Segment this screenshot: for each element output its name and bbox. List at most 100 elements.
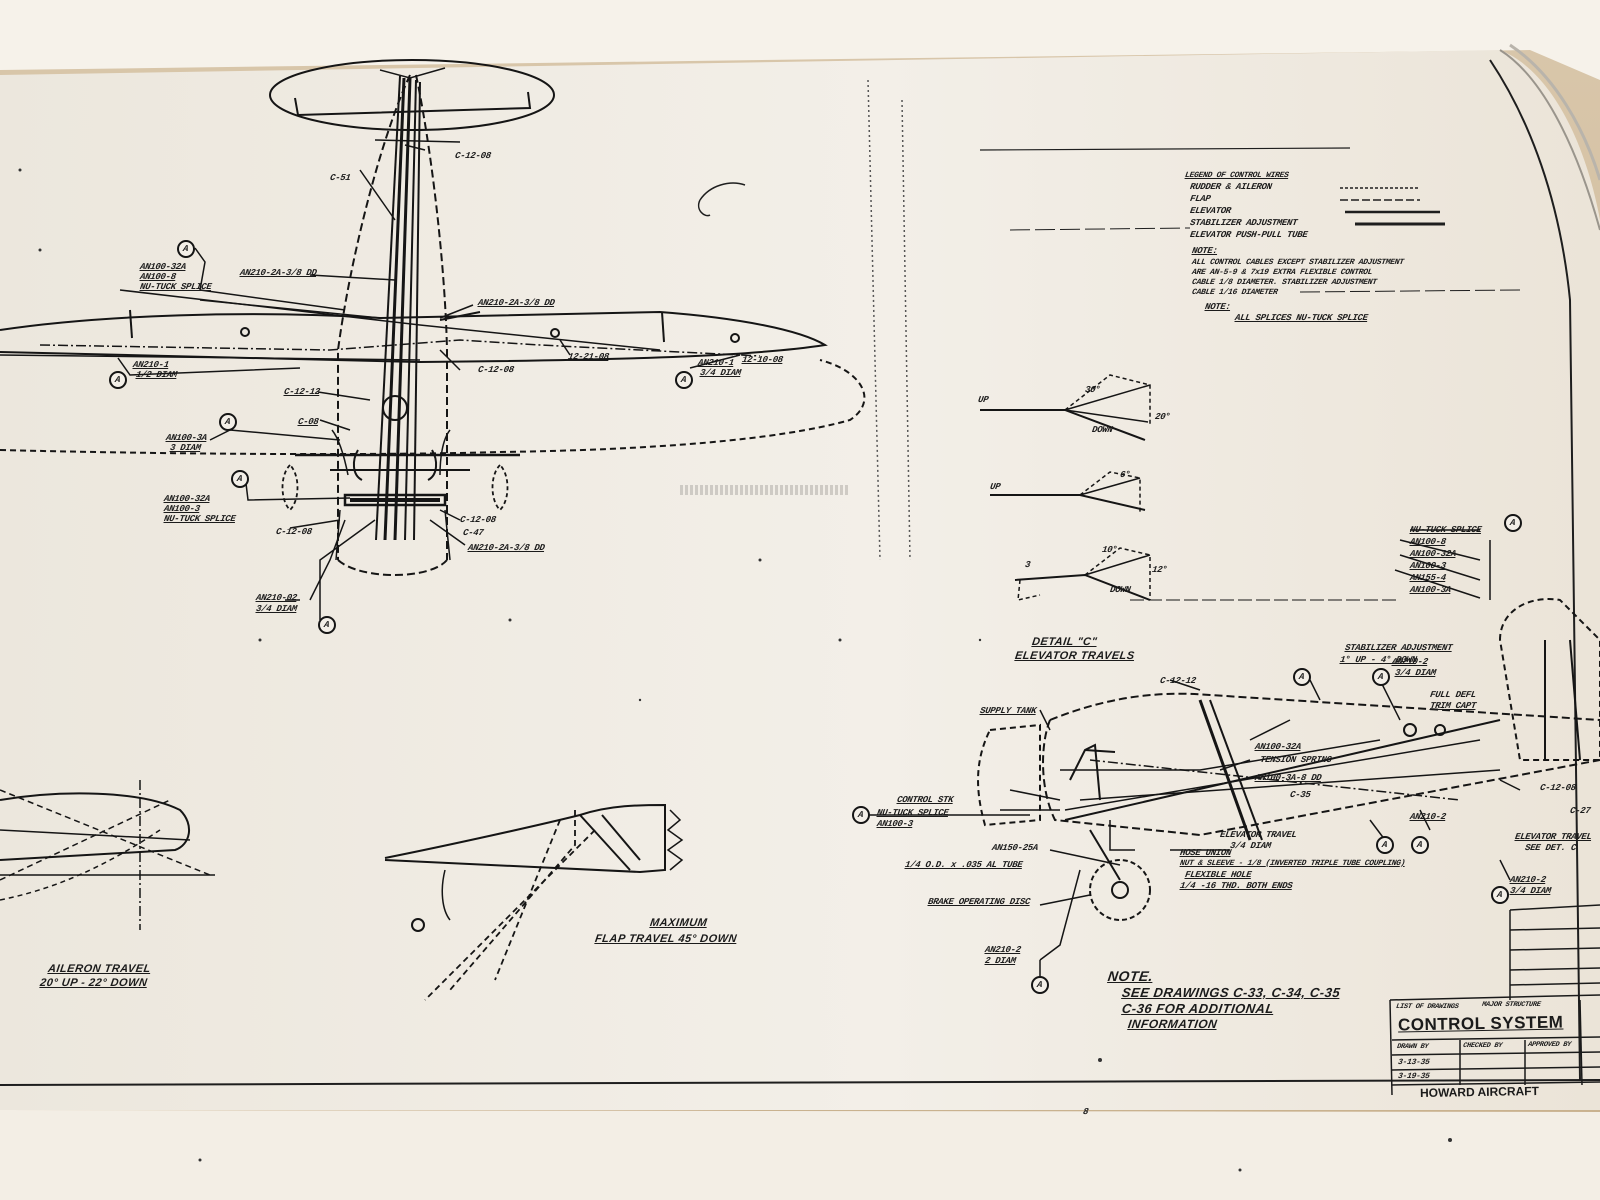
legend-item: RUDDER & AILERON [1189, 182, 1273, 192]
callout-a [1411, 836, 1429, 854]
legend-note2: ALL SPLICES NU-TUCK SPLICE [1234, 313, 1369, 323]
part-label: C-35 [1289, 790, 1312, 800]
part-label: AN210-2A-3/8 DD [467, 543, 546, 553]
detail-c-title: DETAIL "C" [1031, 636, 1098, 648]
part-label: AN210-2A-3/8 DD [239, 268, 318, 278]
part-label: FULL DEFL [1429, 690, 1477, 700]
part-label: AN210-2A-3/8 DD [477, 298, 556, 308]
title-block-field: APPROVED BY [1527, 1041, 1572, 1049]
part-label: AN210-02 [255, 593, 298, 603]
part-label: AN100-3 [1409, 561, 1447, 571]
note-line: C-36 FOR ADDITIONAL [1120, 1001, 1276, 1016]
part-label: AN210-2 [984, 945, 1022, 955]
part-label: 3/4 DIAM [255, 604, 298, 614]
callout-a [1504, 514, 1522, 532]
part-label: C-12-08 [454, 151, 492, 161]
legend-note-line: ARE AN-5-9 & 7x19 EXTRA FLEXIBLE CONTROL [1191, 268, 1373, 277]
aileron-travel-diagram [0, 780, 215, 930]
legend-note-line: CABLE 1/16 DIAMETER [1191, 288, 1279, 297]
part-label: AN210-2 [1509, 875, 1547, 885]
callout-a [1491, 886, 1509, 904]
detail-label: DOWN [1109, 585, 1132, 595]
legend-rules [698, 147, 1521, 293]
part-label: AN100-32A [1409, 549, 1457, 559]
callout-a [109, 371, 127, 389]
legend-notes-heading: NOTE: [1191, 246, 1219, 256]
part-label: STABILIZER ADJUSTMENT [1344, 643, 1453, 653]
detail-label: 12° [1151, 565, 1169, 575]
part-label: AN100-3A-8 DD [1254, 773, 1323, 783]
part-label: ELEVATOR TRAVEL [1219, 830, 1298, 840]
part-label: AN100-3 [163, 504, 201, 514]
part-label: AN100-3A [1409, 585, 1452, 595]
part-label: C-12-12 [1159, 676, 1197, 686]
title-block-field: MAJOR STRUCTURE [1481, 1001, 1542, 1009]
part-label: AN100-32A [139, 262, 187, 272]
part-label: 1/4 -16 THD. BOTH ENDS [1179, 881, 1293, 891]
detail-label: 30° [1084, 385, 1102, 395]
callouts-side [852, 514, 1522, 994]
part-label: CONTROL STK [896, 795, 954, 805]
page-bottom-edge [0, 1110, 1600, 1200]
callout-a [1031, 976, 1049, 994]
paper-specks [18, 168, 1452, 1172]
part-label: NU-TUCK SPLICE [1409, 525, 1483, 535]
part-label: 3/4 DIAM [699, 368, 742, 378]
part-label: C-12-08 [459, 515, 497, 525]
part-label: NU-TUCK SPLICE [139, 282, 213, 292]
part-label: 3/4 DIAM [1509, 886, 1552, 896]
part-label: NUT & SLEEVE - 1/8 (INVERTED TRIPLE TUBE… [1179, 859, 1406, 868]
page-curl-shadow [1499, 49, 1600, 231]
detail-label: UP [989, 482, 1001, 492]
part-label: NU-TUCK SPLICE [163, 514, 237, 524]
part-label: AN100-8 [1409, 537, 1447, 547]
part-label: 3/4 DIAM [1229, 841, 1272, 851]
wheel [1089, 859, 1151, 921]
part-label: C-51 [329, 173, 352, 183]
flap-travel-caption: FLAP TRAVEL 45° DOWN [594, 933, 738, 945]
callout-a [177, 240, 195, 258]
callout-a [318, 616, 336, 634]
drawing-title: CONTROL SYSTEM [1397, 1012, 1564, 1035]
detail-label: 20° [1154, 412, 1172, 422]
title-block-field: DRAWN BY [1396, 1043, 1429, 1051]
part-label: NU-TUCK SPLICE [876, 808, 950, 818]
callout-a [1376, 836, 1394, 854]
part-label: TRIM CAPT [1429, 701, 1477, 711]
title-block-field: LIST OF DRAWINGS [1395, 1003, 1459, 1011]
legend-item: ELEVATOR [1189, 206, 1232, 216]
paper-sheet [0, 50, 1600, 1110]
detail-label: 10° [1101, 545, 1119, 555]
part-label: FLEXIBLE HOLE [1184, 870, 1253, 880]
detail-label: DOWN [1091, 425, 1114, 435]
part-label: C-12-12 [283, 387, 321, 397]
note-heading: NOTE. [1106, 968, 1155, 984]
legend-title: LEGEND OF CONTROL WIRES [1184, 171, 1290, 180]
elevator-travel-detail [980, 374, 1400, 601]
callout-a [852, 806, 870, 824]
wing-outline [0, 310, 828, 364]
part-label: AN100-32A [1254, 742, 1302, 752]
part-label: AN100-3A [165, 433, 208, 443]
callout-a [1372, 668, 1390, 686]
part-label: C-47 [462, 528, 485, 538]
part-label: AN210-1 [697, 358, 735, 368]
title-block-date: 3-13-35 [1397, 1058, 1431, 1067]
part-label: C-08 [297, 417, 320, 427]
part-label: 12-21-08 [567, 352, 610, 362]
legend-item: FLAP [1189, 194, 1212, 204]
horizontal-tail-outline [269, 59, 555, 131]
part-label: ELEVATOR TRAVEL [1514, 832, 1593, 842]
title-block-date: 3-19-35 [1397, 1072, 1431, 1081]
part-label: HOSE UNION [1179, 848, 1232, 858]
note-line: SEE DRAWINGS C-33, C-34, C-35 [1120, 985, 1342, 1000]
part-label: C-27 [1569, 806, 1592, 816]
fold-line [867, 79, 911, 561]
part-label: TENSION SPRING [1259, 755, 1333, 765]
part-label: SUPPLY TANK [979, 706, 1037, 716]
part-label: SEE DET. C [1524, 843, 1577, 853]
plan-view [0, 59, 866, 620]
part-label: AN210-2 [1391, 657, 1429, 667]
